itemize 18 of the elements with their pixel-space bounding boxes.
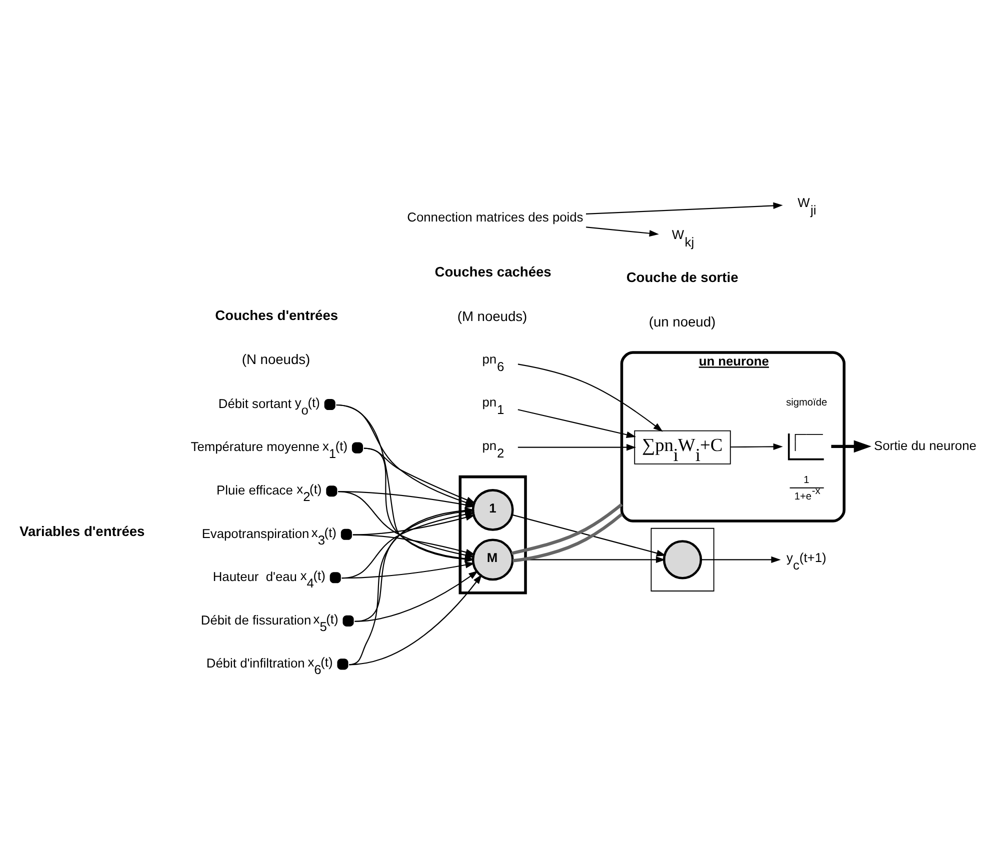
node-label: Hauteur d'eau [212,569,297,584]
node-label: Débit sortant [218,396,292,411]
label: (un noeud) [648,313,716,330]
label: (N noeuds) [242,351,310,368]
node-label: 1 [804,475,810,486]
node-text: Sortie du neurone [874,438,976,453]
node-label: Débit de fissuration [200,612,312,628]
node-label: Evapotranspiration [202,526,310,541]
node-label: sigmoïde [786,398,828,409]
node-text: Connection matrices des poids [407,209,584,224]
label: Couches d'entrées [215,306,338,323]
node-label: Température moyenne [190,439,320,454]
node-label: Débit d'infiltration [206,656,305,671]
label: Variables d'entrées [20,523,145,540]
label: Couche de sortie [626,269,738,286]
label: Couches cachées [434,264,552,280]
label: (M noeuds) [457,308,528,324]
node-label: Pluie efficace [216,482,293,498]
